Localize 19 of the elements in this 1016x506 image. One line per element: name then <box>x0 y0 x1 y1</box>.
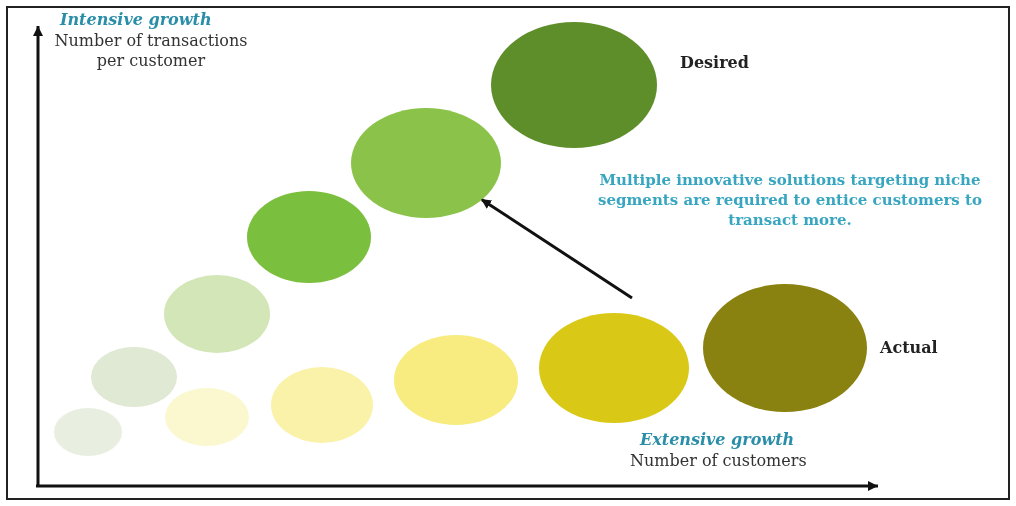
circle <box>703 284 867 412</box>
circle <box>164 275 270 353</box>
circle <box>351 108 501 218</box>
axis-title: Intensive growth <box>60 10 213 30</box>
axis-label: Number of customers <box>630 451 808 471</box>
circle <box>247 191 371 283</box>
annotation: Multiple innovative solutions targeting niche segments are required to entice customers to transact more. <box>597 170 983 230</box>
circle <box>394 335 518 425</box>
circle <box>91 347 177 407</box>
series-label: Actual <box>880 338 938 358</box>
circle <box>539 313 689 423</box>
axis-title: Extensive growth <box>640 430 796 450</box>
arrow <box>481 198 633 300</box>
circle <box>271 367 373 443</box>
axis-label: Number of transactions per customer <box>53 31 249 71</box>
series-label: Desired <box>680 53 749 73</box>
circle <box>491 22 657 148</box>
circle <box>54 408 122 456</box>
circle <box>165 388 249 446</box>
